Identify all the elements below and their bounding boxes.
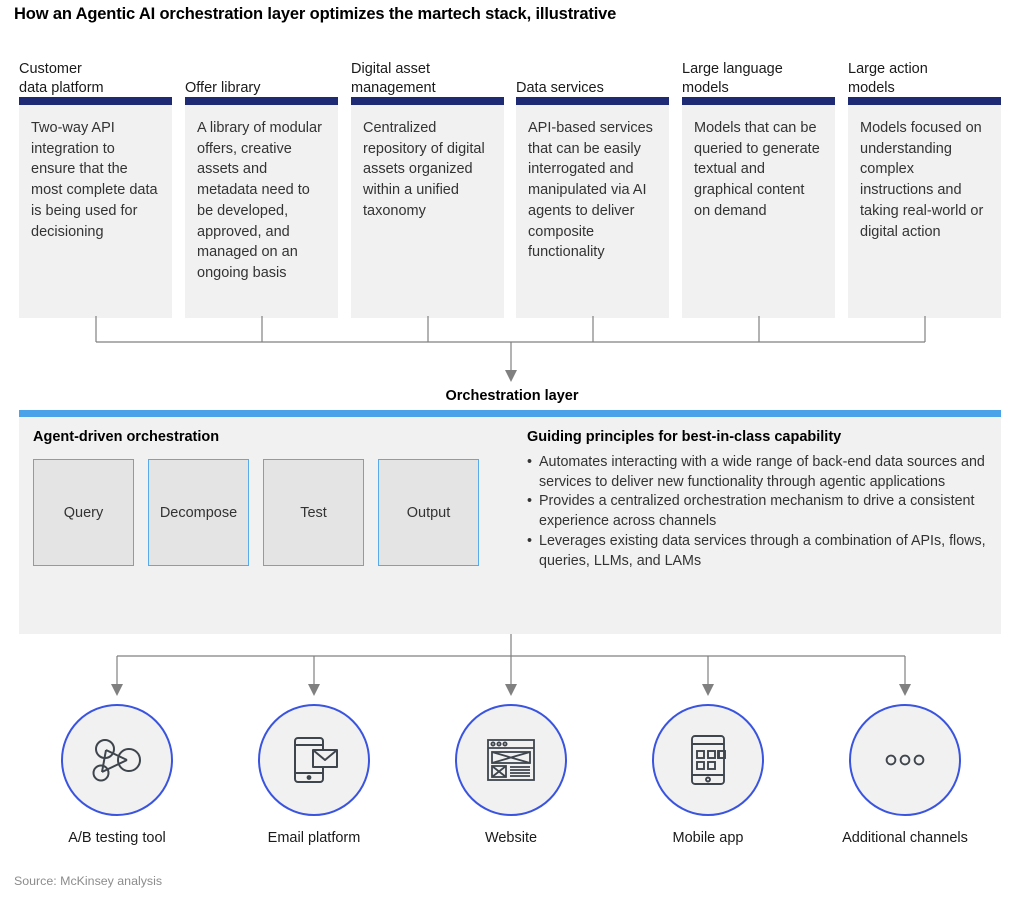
stack-column-accent-bar [19,97,172,105]
channel-label: Email platform [267,830,361,846]
ellipsis-icon [885,754,925,766]
channel-circle [849,704,961,816]
process-box-output[interactable]: Output [378,459,479,566]
stack-column-body: API-based services that can be easily in… [516,105,669,318]
stack-column-body: Models focused on understanding complex … [848,105,1001,318]
channels-row: A/B testing tool Email platform [19,704,1001,854]
stack-column-body: Centralized repository of digital assets… [351,105,504,318]
guiding-principle-item: Provides a centralized orchestration mec… [527,492,997,531]
channel-label: A/B testing tool [68,830,166,846]
channel-circle [61,704,173,816]
channel-email-platform[interactable]: Email platform [216,704,412,846]
stack-column-body: Models that can be queried to generate t… [682,105,835,318]
stack-column-accent-bar [848,97,1001,105]
source-note: Source: McKinsey analysis [14,874,163,888]
process-boxes-group: Query Decompose Test Output [33,459,523,566]
channel-website[interactable]: Website [413,704,609,846]
stack-column-data-services: Data services API-based services that ca… [516,52,669,318]
process-box-test[interactable]: Test [263,459,364,566]
stack-column-offer-library: Offer library A library of modular offer… [185,52,338,318]
channel-additional-channels[interactable]: Additional channels [807,704,1003,846]
agent-orchestration-heading: Agent-driven orchestration [33,429,220,445]
channel-label: Mobile app [672,830,744,846]
guiding-principle-item: Automates interacting with a wide range … [527,453,997,492]
orchestration-panel: Agent-driven orchestration Query Decompo… [19,410,1001,634]
orchestration-panel-accent-bar [19,410,1001,417]
arrow-head-down [505,684,517,696]
channel-label: Website [484,830,538,846]
channel-circle [455,704,567,816]
channel-circle [652,704,764,816]
stack-column-body: A library of modular offers, creative as… [185,105,338,318]
network-nodes-icon [92,739,141,782]
stack-column-accent-bar [682,97,835,105]
stack-column-accent-bar [185,97,338,105]
browser-wireframe-icon [487,739,535,781]
arrow-head-down [505,370,517,382]
mobile-envelope-icon [294,737,338,783]
channel-label: Additional channels [842,830,968,846]
channel-mobile-app[interactable]: Mobile app [610,704,806,846]
tablet-apps-icon [691,735,726,785]
guiding-principles-list: Automates interacting with a wide range … [527,453,997,571]
guiding-principles-section: Guiding principles for best-in-class cap… [527,429,997,571]
arrow-head-down [308,684,320,696]
stack-column-header: Offer library [185,79,261,96]
orchestration-layer-label: Orchestration layer [445,388,579,404]
stack-column-header: Data services [516,79,604,96]
process-box-query[interactable]: Query [33,459,134,566]
stack-column-body: Two-way API integration to ensure that t… [19,105,172,318]
guiding-principles-heading: Guiding principles for best-in-class cap… [527,429,842,445]
stack-column-accent-bar [351,97,504,105]
agent-driven-orchestration-section: Agent-driven orchestration Query Decompo… [33,429,523,566]
channel-ab-testing-tool[interactable]: A/B testing tool [19,704,215,846]
channel-circle [258,704,370,816]
arrow-head-down [702,684,714,696]
guiding-principle-item: Leverages existing data services through… [527,532,997,571]
stack-to-orchestration-connector [95,316,926,382]
arrow-head-down [111,684,123,696]
process-box-decompose[interactable]: Decompose [148,459,249,566]
page-title: How an Agentic AI orchestration layer op… [14,5,617,23]
stack-column-accent-bar [516,97,669,105]
arrow-head-down [899,684,911,696]
orchestration-to-channels-connector [111,634,911,696]
